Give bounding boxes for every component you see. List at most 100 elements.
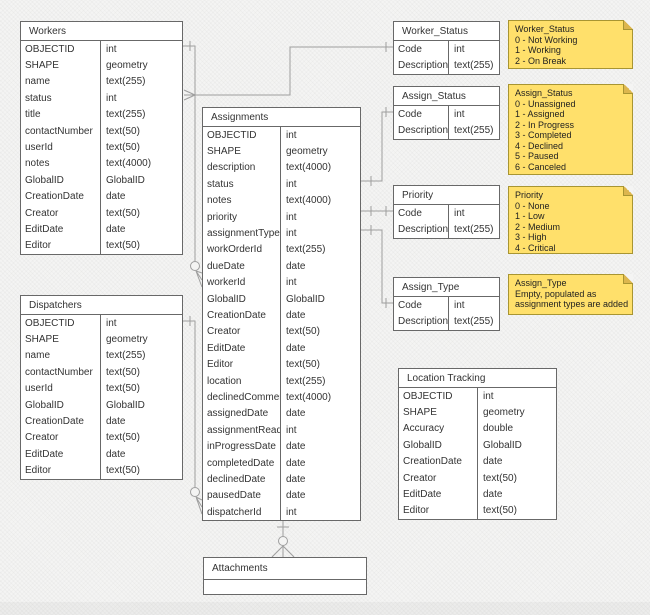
table-row[interactable]: declinedComment text(4000) — [203, 389, 360, 406]
field-type: text(255) — [454, 60, 494, 72]
connector-assignments-attachments[interactable] — [271, 518, 295, 558]
field-type: int — [106, 317, 117, 329]
entity-table-attachments[interactable]: Attachments — [203, 557, 367, 595]
field-name: declinedComment — [203, 389, 281, 406]
note-fold-corner — [623, 84, 633, 94]
field-name: dueDate — [203, 258, 281, 275]
connector-workers-assignments[interactable] — [183, 41, 203, 288]
field-name: SHAPE — [21, 57, 101, 74]
field-type: date — [286, 473, 306, 485]
field-type: date — [286, 441, 306, 453]
field-type: text(50) — [106, 465, 140, 477]
connector-assignments-assigntype[interactable] — [361, 225, 393, 308]
field-name: Creator — [203, 323, 281, 341]
table-title: Workers — [21, 22, 182, 41]
field-type: text(255) — [106, 350, 146, 362]
connector-workers-workerstatus[interactable] — [183, 42, 393, 101]
field-type: date — [286, 408, 306, 420]
table-row[interactable]: SHAPE geometry — [21, 57, 182, 74]
connector-assignments-priority[interactable] — [361, 206, 393, 216]
field-type: geometry — [106, 60, 148, 72]
field-name: Creator — [21, 429, 101, 447]
connector-dispatchers-assignments[interactable] — [183, 316, 203, 515]
connector-assignments-assignstatus[interactable] — [361, 107, 393, 186]
field-type: text(4000) — [286, 391, 332, 403]
